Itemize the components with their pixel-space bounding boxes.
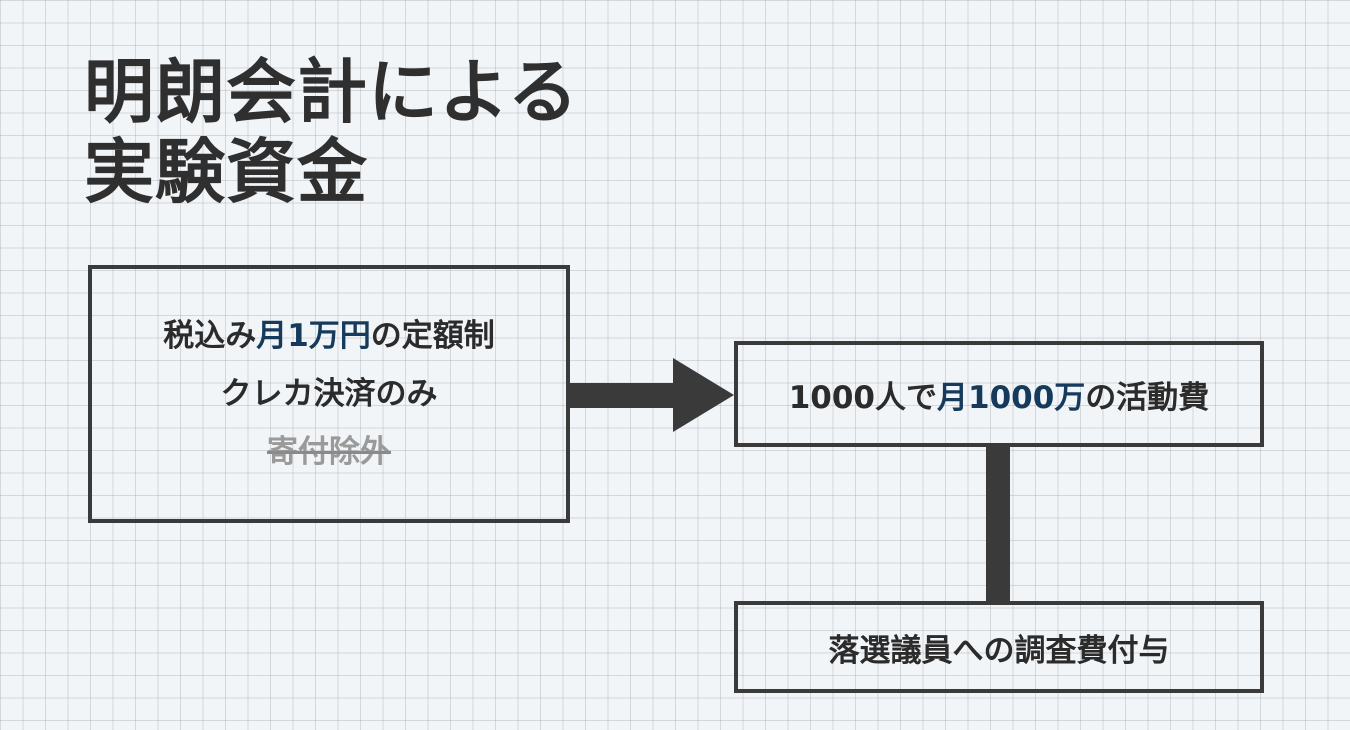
activity-fund-suffix: の活動費 (1085, 379, 1210, 416)
payment-method-line: クレカ決済のみ (220, 376, 438, 412)
title-line-2: 実験資金 (84, 131, 368, 213)
page-title: 明朗会計による 実験資金 (84, 52, 579, 212)
activity-fund-highlight: 月1000万 (937, 379, 1086, 416)
pricing-line: 税込み月1万円の定額制 (163, 307, 495, 365)
excluded-donation-line: 寄付除外 (267, 434, 391, 470)
research-grant-text: 落選議員への調査費付与 (828, 632, 1170, 669)
activity-fund-prefix: 1000人で (788, 379, 937, 416)
activity-fund-text: 1000人で月1000万の活動費 (789, 372, 1210, 417)
pricing-suffix: の定額制 (370, 318, 495, 354)
pricing-box: 税込み月1万円の定額制 クレカ決済のみ 寄付除外 (88, 265, 570, 523)
title-line-1: 明朗会計による (84, 51, 579, 133)
research-grant-box: 落選議員への調査費付与 (734, 601, 1264, 693)
vertical-connector (986, 447, 1010, 601)
activity-fund-box: 1000人で月1000万の活動費 (734, 341, 1264, 447)
pricing-prefix: 税込み (163, 318, 257, 354)
arrow-right-icon (568, 358, 734, 432)
pricing-highlight: 月1万円 (256, 318, 371, 354)
